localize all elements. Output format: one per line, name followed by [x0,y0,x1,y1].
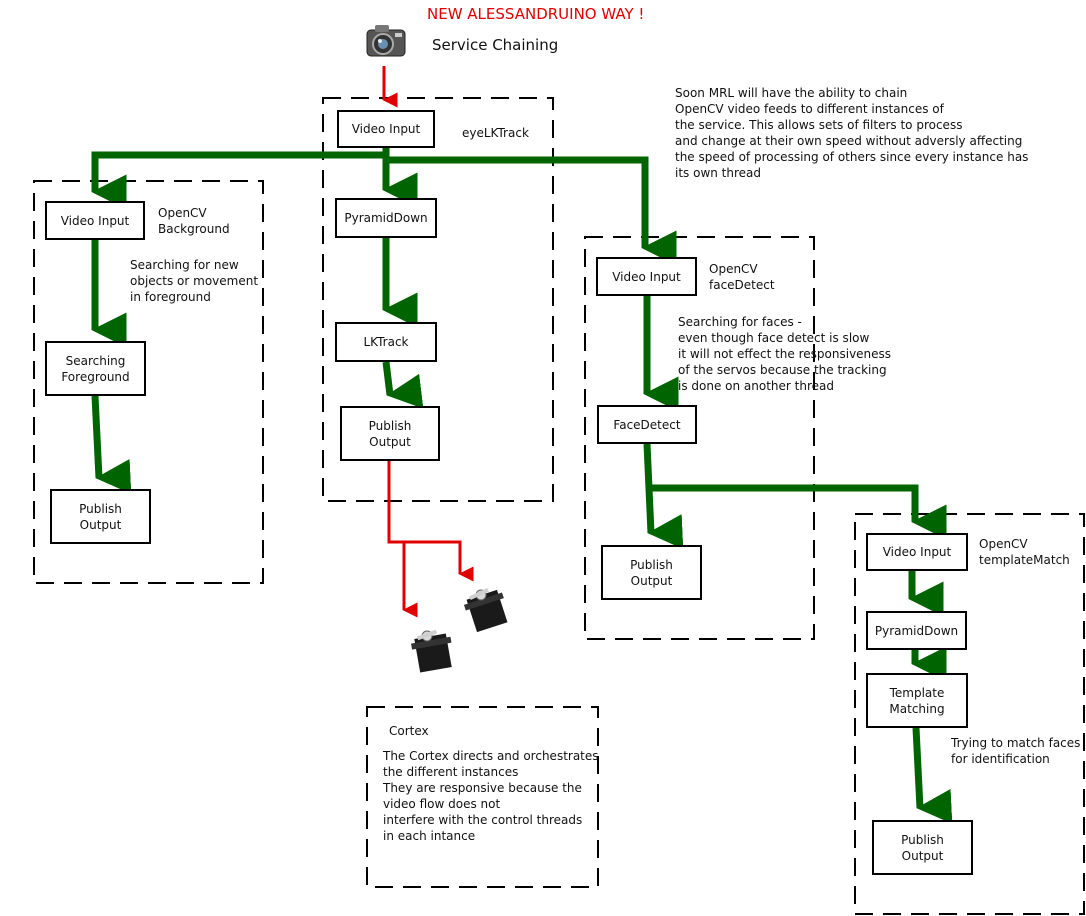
background-video-input-box: Video Input [45,201,145,240]
cortex-description: The Cortex directs and orchestrates the … [383,749,599,843]
page-subtitle: Service Chaining [432,36,559,54]
template-description: Trying to match faces for identification [951,736,1081,766]
group-background-label: OpenCV Background [158,206,230,236]
template-pyramid-down-box: PyramidDown [866,611,967,650]
arrow-split-to-face [386,156,677,266]
template-matching-box: Template Matching [866,673,968,728]
group-face-label: OpenCV faceDetect [709,262,775,292]
eye-publish-output-box: Publish Output [340,406,440,461]
arrow-lktrack-to-publish [382,361,424,409]
camera-icon [366,25,406,57]
face-detect-box: FaceDetect [597,405,697,444]
group-eye-frame [322,97,554,502]
group-template-label: OpenCV templateMatch [979,537,1070,567]
eye-lktrack-box: LKTrack [335,322,437,362]
page-title: NEW ALESSANDRUINO WAY ! [427,5,645,23]
eye-video-input-box: Video Input [337,110,435,148]
arrow-publish-to-servo-left [387,460,418,618]
arrow-face-detect-to-template [647,484,947,540]
chaining-note: Soon MRL will have the ability to chain … [675,86,1029,180]
arrow-tpl-match-to-publish [912,727,953,824]
servo-icon [411,629,452,673]
group-template-frame [854,513,1085,915]
servo-icon [463,587,508,633]
group-cortex-frame [366,706,599,888]
background-publish-output-box: Publish Output [50,489,151,544]
group-face-frame [584,236,815,640]
face-publish-output-box: Publish Output [601,545,702,600]
group-eye-label: eyeLKTrack [462,126,529,140]
cortex-label: Cortex [389,724,429,738]
eye-pyramid-down-box: PyramidDown [335,198,437,238]
group-background-frame [33,180,264,584]
background-searching-box: Searching Foreground [45,341,146,396]
arrow-bg-search-to-publish [91,395,132,494]
background-description: Searching for new objects or movement in… [130,258,259,304]
arrow-split-to-background [91,151,386,210]
arrow-publish-to-servo-right [404,540,474,582]
face-video-input-box: Video Input [596,257,697,296]
template-video-input-box: Video Input [866,533,968,571]
face-description: Searching for faces - even though face d… [678,315,892,393]
template-publish-output-box: Publish Output [872,820,973,875]
